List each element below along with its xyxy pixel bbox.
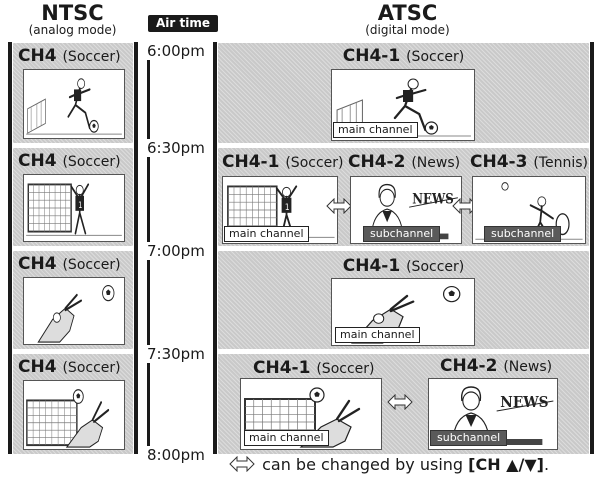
svg-text:NEWS: NEWS [412, 191, 453, 207]
channel-label: CH4-1 [253, 358, 311, 378]
atsc-title: ATSC [377, 1, 438, 25]
time-label-700: 7:00pm [145, 242, 207, 260]
ntsc-subtitle: (analog mode) [28, 23, 117, 37]
atsc-slot-4a-title: CH4-1 (Soccer) [253, 358, 374, 379]
program-label: (Soccer) [62, 360, 121, 376]
channel-label: CH4 [18, 46, 57, 66]
ntsc-slot-1-title: CH4 (Soccer) [18, 46, 121, 67]
footnote-period: . [543, 455, 550, 474]
program-label: (Soccer) [285, 155, 344, 171]
time-label-630: 6:30pm [145, 139, 207, 157]
atsc-slot-2c-title: CH4-3 (Tennis) [470, 152, 588, 173]
program-label: (Soccer) [62, 49, 121, 65]
atsc-slot-3: CH4-1 (Soccer) main channel [218, 251, 589, 349]
channel-label: CH4 [18, 357, 57, 377]
channel-label: CH4-1 [342, 46, 401, 66]
time-label-800: 8:00pm [145, 446, 207, 464]
main-channel-tag: main channel [224, 226, 309, 242]
subchannel-tag: subchannel [484, 226, 562, 242]
program-label: (Soccer) [62, 257, 121, 273]
ntsc-right-bar [134, 42, 138, 454]
atsc-left-bar [213, 42, 217, 454]
main-channel-tag: main channel [244, 430, 329, 446]
atsc-slot-4b-title: CH4-2 (News) [440, 356, 552, 377]
atsc-slot-4: CH4-1 (Soccer) CH4-2 (News) main channel… [218, 354, 589, 454]
channel-label: CH4-2 [440, 356, 498, 376]
ntsc-slot-3-title: CH4 (Soccer) [18, 254, 121, 275]
atsc-slot-2b-title: CH4-2 (News) [348, 152, 460, 173]
channel-label: CH4 [18, 151, 57, 171]
svg-text:1: 1 [285, 203, 290, 213]
channel-label: CH4-1 [222, 152, 280, 172]
subchannel-tag: subchannel [363, 226, 441, 242]
soccer-kick-picture [23, 69, 125, 139]
ntsc-slot-4: CH4 (Soccer) [13, 354, 133, 454]
atsc-slot-2: CH4-1 (Soccer) CH4-2 (News) CH4-3 (Tenni… [218, 148, 589, 246]
time-label-600: 6:00pm [145, 42, 207, 60]
soccer-goal-picture [23, 380, 125, 450]
air-time-badge: Air time [148, 15, 218, 32]
atsc-slot-1-title: CH4-1 (Soccer) [218, 46, 589, 67]
time-label-730: 7:30pm [145, 345, 207, 363]
footnote-text: can be changed by using [262, 455, 464, 474]
main-channel-tag: main channel [335, 327, 420, 343]
switch-arrow-icon [386, 394, 414, 410]
svg-text:NEWS: NEWS [500, 394, 548, 411]
atsc-subtitle: (digital mode) [365, 23, 450, 37]
footnote: can be changed by using [CH ▲/▼]. [227, 455, 549, 475]
ntsc-slot-2-title: CH4 (Soccer) [18, 151, 121, 172]
ntsc-left-bar [8, 42, 12, 454]
channel-label: CH4-3 [470, 152, 528, 172]
atsc-right-bar [590, 42, 594, 454]
channel-label: CH4-1 [342, 256, 401, 276]
soccer-keeper-picture: 1 [23, 174, 125, 242]
program-label: (Tennis) [533, 155, 588, 171]
switch-arrow-icon [227, 456, 257, 472]
ntsc-slot-1: CH4 (Soccer) [13, 43, 133, 143]
channel-label: CH4 [18, 254, 57, 274]
program-label: (Soccer) [62, 154, 121, 170]
ntsc-slot-2: CH4 (Soccer) 1 [13, 148, 133, 246]
program-label: (News) [411, 155, 461, 171]
atsc-slot-3-title: CH4-1 (Soccer) [218, 256, 589, 277]
channel-label: CH4-2 [348, 152, 406, 172]
ntsc-slot-3: CH4 (Soccer) [13, 251, 133, 349]
ntsc-title: NTSC [41, 1, 104, 25]
switch-arrow-icon [326, 198, 352, 214]
program-label: (Soccer) [316, 361, 375, 377]
program-label: (News) [503, 359, 553, 375]
channel-key-label: [CH ▲/▼] [468, 455, 544, 474]
soccer-dive-picture [23, 277, 125, 345]
atsc-slot-1: CH4-1 (Soccer) main channel [218, 43, 589, 143]
atsc-slot-2a-title: CH4-1 (Soccer) [222, 152, 343, 173]
program-label: (Soccer) [406, 259, 465, 275]
main-channel-tag: main channel [333, 122, 418, 138]
subchannel-tag: subchannel [430, 430, 508, 446]
program-label: (Soccer) [406, 49, 465, 65]
svg-text:1: 1 [78, 200, 82, 210]
ntsc-slot-4-title: CH4 (Soccer) [18, 357, 121, 378]
